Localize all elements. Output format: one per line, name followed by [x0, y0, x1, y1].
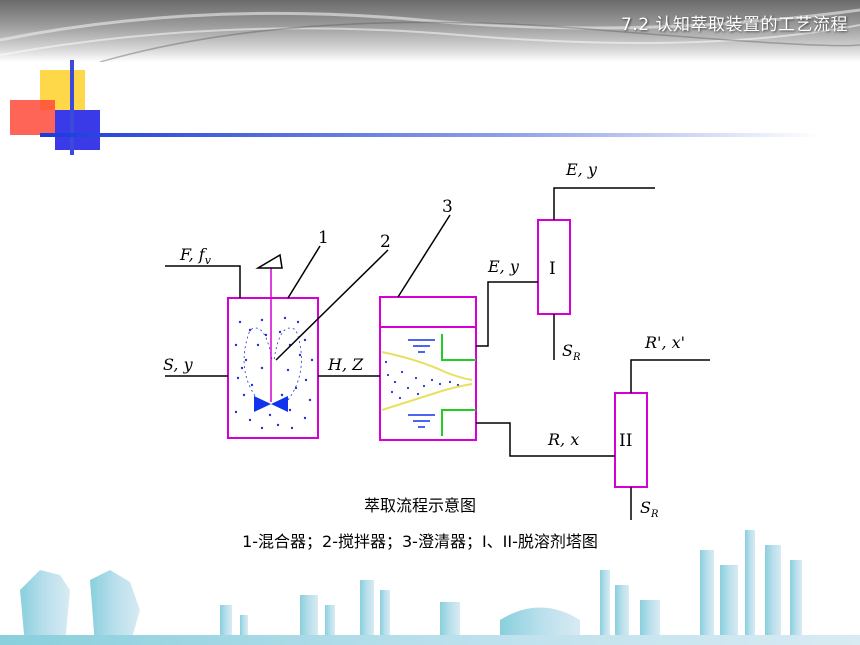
upper-interface — [381, 351, 473, 381]
diagram-caption-legend: 1-混合器；2-搅拌器；3-澄清器；I、II-脱溶剂塔图 — [242, 532, 598, 551]
label-raffinate: R, x — [547, 430, 579, 449]
label-extract-top: E, y — [565, 160, 598, 179]
mixer-dots — [234, 316, 314, 430]
lower-interface — [381, 383, 473, 411]
label-s-bottom-2: SR — [640, 498, 659, 520]
mixer-flow-lines — [243, 327, 302, 401]
label-raffinate-top: R', x' — [644, 333, 685, 352]
industrial-skyline-decoration — [0, 530, 860, 645]
label-feed-in: F, fv — [179, 245, 212, 267]
label-number-2: 2 — [380, 232, 391, 252]
lower-weir — [441, 409, 476, 436]
upper-liquid-level — [408, 339, 435, 353]
settler-dots — [384, 360, 460, 400]
stirrer-motor — [255, 253, 283, 269]
label-s-bottom-1: SR — [562, 341, 581, 363]
impeller-left — [254, 396, 271, 412]
header-banner: 7.2 认知萃取装置的工艺流程 — [0, 0, 860, 62]
label-number-3: 3 — [442, 197, 453, 217]
label-mix-out: H, Z — [327, 355, 364, 374]
diagram-caption-title: 萃取流程示意图 — [363, 496, 476, 515]
label-number-1: 1 — [318, 228, 329, 248]
header-decoration — [0, 8, 860, 62]
label-solvent-in: S, y — [163, 355, 194, 374]
upper-weir — [441, 334, 476, 361]
title-decoration — [10, 60, 820, 155]
label-extract: E, y — [487, 257, 520, 276]
impeller-right — [271, 396, 288, 412]
header-title: 7.2 认知萃取装置的工艺流程 — [621, 15, 848, 35]
label-tower-i: I — [549, 259, 556, 279]
label-tower-ii: II — [619, 431, 632, 451]
settler-vessel — [379, 296, 477, 441]
piping — [165, 187, 710, 520]
lower-liquid-level — [408, 414, 435, 428]
mixer-vessel — [227, 297, 319, 439]
